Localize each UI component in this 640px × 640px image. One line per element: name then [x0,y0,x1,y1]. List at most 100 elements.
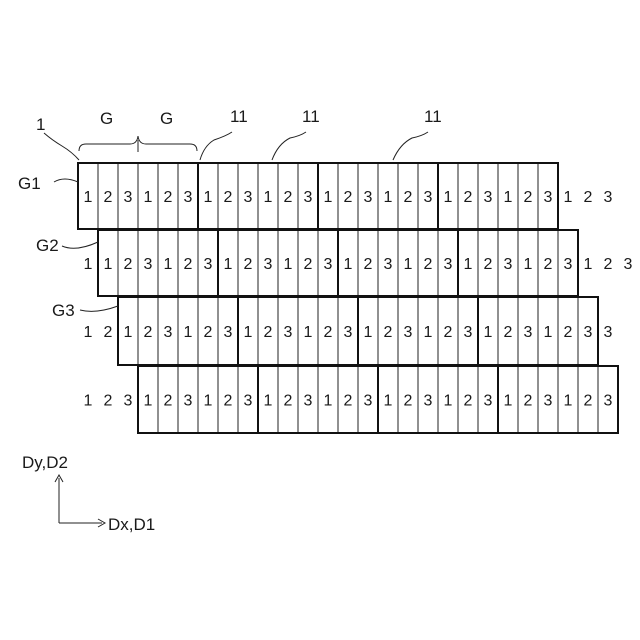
subpixel-number: 1 [264,189,273,206]
subpixel-number: 3 [224,324,233,341]
subpixel-number: 2 [584,393,593,410]
subpixel-number: 2 [484,256,493,273]
subpixel-number: 1 [384,393,393,410]
subpixel-number: 2 [184,256,193,273]
subpixel-number: 3 [304,189,313,206]
subpixel-number: 3 [164,324,173,341]
subpixel-number: 3 [284,324,293,341]
subpixel-number: 2 [204,324,213,341]
ref-label-11-a: 11 [230,107,248,126]
subpixel-number: 1 [504,189,513,206]
subpixel-number: 1 [444,393,453,410]
subpixel-number: 3 [504,256,513,273]
subpixel-number: 3 [244,189,253,206]
subpixel-number: 2 [304,256,313,273]
subpixel-number-outside: 3 [624,256,633,273]
leader-row-g1 [54,179,78,182]
subpixel-number: 1 [224,256,233,273]
subpixel-number: 1 [284,256,293,273]
subpixel-number: 1 [524,256,533,273]
subpixel-number: 1 [444,189,453,206]
subpixel-number: 1 [324,189,333,206]
subpixel-number: 2 [444,324,453,341]
subpixel-number: 2 [244,256,253,273]
subpixel-number-outside: 3 [124,393,133,410]
subpixel-number-outside: 1 [84,256,93,273]
subpixel-number-outside: 2 [584,189,593,206]
subpixel-number: 2 [524,189,533,206]
subpixel-number: 1 [244,324,253,341]
subpixel-number: 3 [184,189,193,206]
subpixel-number-outside: 2 [104,393,113,410]
subpixel-rows: 1231231231231231231231231231231231231231… [78,163,633,433]
subpixel-number-outside: 1 [84,324,93,341]
subpixel-number: 3 [544,393,553,410]
ref-label-11-c: 11 [424,107,442,126]
axis-label-dx: Dx,D1 [108,515,155,534]
subpixel-number: 2 [164,189,173,206]
subpixel-number: 3 [404,324,413,341]
subpixel-number: 2 [404,393,413,410]
subpixel-number: 1 [424,324,433,341]
subpixel-number: 3 [464,324,473,341]
subpixel-number: 1 [104,256,113,273]
subpixel-number: 3 [544,189,553,206]
leader-ref-11-c [393,132,428,160]
subpixel-number: 3 [244,393,253,410]
subpixel-number: 1 [84,189,93,206]
subpixel-number: 1 [164,256,173,273]
subpixel-number: 1 [264,393,273,410]
subpixel-number: 2 [524,393,533,410]
subpixel-number: 3 [484,393,493,410]
subpixel-number: 2 [224,393,233,410]
subpixel-number: 1 [464,256,473,273]
subpixel-number-outside: 2 [604,256,613,273]
subpixel-number-outside: 3 [604,189,613,206]
subpixel-number: 1 [324,393,333,410]
leader-ref-11-b [272,132,306,160]
subpixel-number: 2 [404,189,413,206]
subpixel-number: 3 [344,324,353,341]
subpixel-number-outside: 3 [604,324,613,341]
subpixel-number: 2 [424,256,433,273]
subpixel-number: 2 [264,324,273,341]
subpixel-number: 2 [284,189,293,206]
subpixel-number: 2 [144,324,153,341]
subpixel-number: 2 [504,324,513,341]
axis-label-dy: Dy,D2 [22,453,68,472]
ref-label-11-b: 11 [302,107,320,126]
subpixel-number: 3 [384,256,393,273]
subpixel-number: 3 [264,256,273,273]
subpixel-number: 2 [104,189,113,206]
subpixel-number-outside: 2 [104,324,113,341]
subpixel-number-outside: 1 [584,256,593,273]
leader-row-g3 [80,306,118,311]
subpixel-number: 1 [144,189,153,206]
subpixel-number: 3 [444,256,453,273]
subpixel-number: 3 [524,324,533,341]
subpixel-number: 1 [124,324,133,341]
subpixel-number: 1 [144,393,153,410]
subpixel-number: 3 [144,256,153,273]
subpixel-number: 3 [324,256,333,273]
subpixel-number: 1 [484,324,493,341]
subpixel-number: 1 [344,256,353,273]
subpixel-number: 2 [464,393,473,410]
subpixel-number: 1 [304,324,313,341]
subpixel-number: 3 [424,189,433,206]
subpixel-number: 1 [404,256,413,273]
subpixel-number: 2 [364,256,373,273]
subpixel-number: 3 [604,393,613,410]
subpixel-number: 2 [564,324,573,341]
row-label-g2: G2 [36,236,59,255]
subpixel-number: 2 [224,189,233,206]
subpixel-number: 1 [384,189,393,206]
leader-ref-1 [44,133,79,160]
subpixel-number: 1 [564,393,573,410]
leader-ref-11-a [200,132,232,160]
subpixel-number: 2 [164,393,173,410]
subpixel-number: 2 [344,189,353,206]
row-label-g1: G1 [18,174,41,193]
subpixel-number: 3 [584,324,593,341]
